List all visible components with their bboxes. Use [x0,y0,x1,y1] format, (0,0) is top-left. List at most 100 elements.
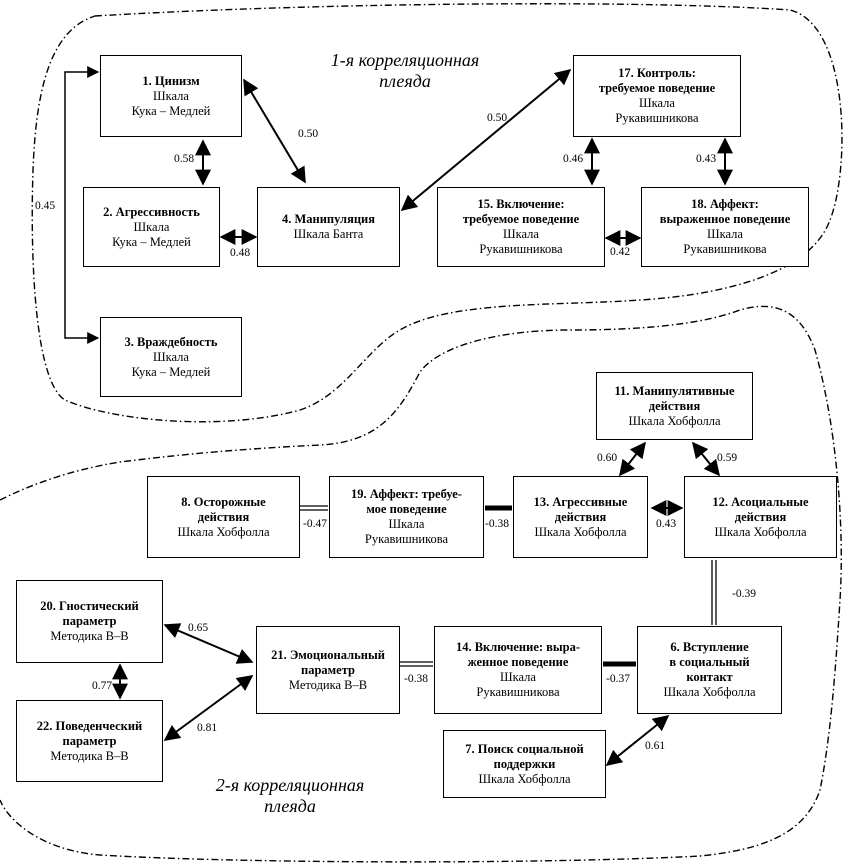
node-3-title: 3. Враждебность [124,334,218,349]
node-17-title: требуемое поведение [598,81,716,95]
node-6-title: в социальный [669,655,750,669]
edge-11-12 [691,441,721,477]
node-3-scale: Шкала [153,349,189,364]
node-4-title: 4. Манипуляция [281,212,376,226]
edge-11-13 [619,441,646,477]
edge-1-3-value: 0.45 [35,200,56,212]
edge-11-13-value: 0.60 [597,452,618,464]
node-11-scale: Шкала Хобфолла [628,413,721,428]
node-6-title: контакт [686,670,733,684]
edge-20-21-value: 0.65 [188,622,209,634]
edge-1-3 [64,66,100,344]
cluster-1-boundary [31,3,843,423]
node-18-scale: Рукавишникова [683,242,767,256]
node-20-title: параметр [62,614,117,628]
node-11-title: 11. Манипулятивные [614,383,735,398]
edge-1-4-value: 0.50 [298,128,319,140]
edge-14-6-value: -0.37 [606,673,630,685]
edge-2-4-value: 0.48 [230,247,251,259]
edge-20-22-value: 0.77 [92,680,113,692]
node-19-scale: Рукавишникова [364,532,449,546]
node-1-scale: Шкала [153,88,189,103]
node-1-title: 1. Цинизм [142,73,200,88]
node-2-scale: Кука – Медлей [112,234,191,249]
edge-6-7 [605,714,670,767]
node-18-scale: Шкала [707,227,743,241]
cluster-2-boundary [0,305,842,863]
node-15-title: требуемое поведение [462,212,580,226]
edge-20-21 [163,623,254,664]
cluster-1-title-line2: плеяда [379,71,431,91]
edge-12-6-value: -0.39 [732,588,756,600]
edge-17-15-value: 0.46 [563,153,584,165]
node-20-title: 20. Гностический [40,599,139,613]
node-21-title: 21. Эмоциональный [271,647,385,662]
node-22-title: параметр [62,733,117,748]
node-12-title: действия [734,509,787,524]
cluster-2-title-line2: плеяда [264,796,316,816]
node-13-title: 13. Агрессивные [533,494,628,509]
edge-11-12-value: 0.59 [717,452,738,464]
cluster-2-title: 2-я корреляционная плеяда [175,775,405,817]
node-8-title: 8. Осторожные [181,494,266,509]
node-18-title: выраженное поведение [659,212,791,226]
node-15-scale: Рукавишникова [479,242,563,256]
edge-12-6 [711,560,717,625]
node-21-scale: Методика В–В [288,677,368,692]
node-14-scale: Шкала [500,670,536,684]
node-8-title: действия [197,509,250,524]
node-21-title: параметр [301,662,355,677]
node-22-title: 22. Поведенческий [36,718,143,733]
edge-8-19-value: -0.47 [303,518,327,530]
node-19-scale: Шкала [388,517,425,531]
node-6-scale: Шкала Хобфолла [663,685,756,699]
edge-19-13-value: -0.38 [485,518,509,530]
node-17-title: 17. Контроль: [618,66,696,80]
node-18-title: 18. Аффект: [691,197,759,211]
node-8-scale: Шкала Хобфолла [177,524,270,539]
node-22-scale: Методика В–В [50,748,129,763]
edge-8-19 [300,505,328,511]
cluster-1-title: 1-я корреляционная плеяда [290,50,520,92]
node-12-scale: Шкала Хобфолла [714,524,807,539]
edge-21-14-value: -0.38 [404,673,428,685]
edge-6-7-value: 0.61 [645,740,666,752]
edge-4-17-value: 0.50 [487,112,508,124]
node-20-scale: Методика В–В [50,629,129,643]
node-13-title: действия [554,509,607,524]
node-2-title: 2. Агрессивность [103,204,200,219]
edge-22-21 [163,675,254,741]
node-15-scale: Шкала [503,227,539,241]
node-15-title: 15. Включение: [477,197,565,211]
edge-4-17 [400,68,572,212]
node-4-scale: Шкала Банта [293,227,364,241]
edge-1-2-value: 0.58 [174,153,195,165]
node-3-scale: Кука – Медлей [131,364,211,379]
cluster-2-title-line1: 2-я корреляционная [215,775,365,795]
node-19-title: мое поведение [366,502,447,516]
node-1-scale: Кука – Медлей [131,103,211,118]
node-13-scale: Шкала Хобфолла [534,524,627,539]
node-19-title: 19. Аффект: требуе- [351,487,462,501]
edge-15-18-value: 0.42 [610,246,631,258]
node-14-scale: Рукавишникова [476,685,560,699]
node-11-title: действия [648,398,701,413]
node-7-title: поддержки [493,756,556,771]
node-7-title: 7. Поиск социальной [465,741,584,756]
